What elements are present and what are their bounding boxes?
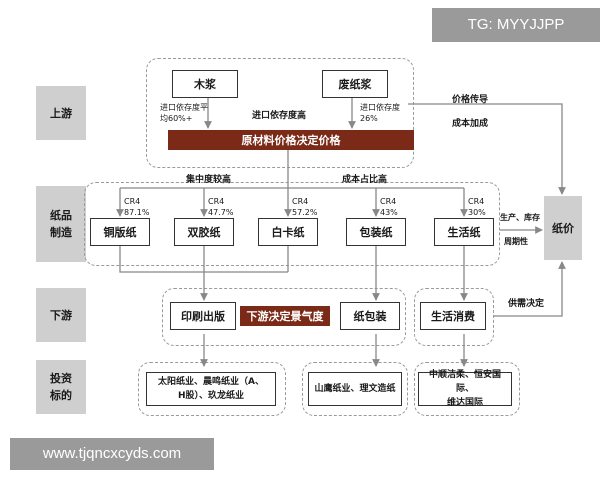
cr4-value-offset: 47.7%	[208, 208, 234, 217]
cyclicality-label: 周期性	[504, 237, 528, 246]
waste-pulp-import-note: 进口依存度 26%	[360, 103, 400, 123]
cr4-value-ivory-board: 57.2%	[292, 208, 318, 217]
targets-frame-1	[138, 362, 286, 416]
wood-pulp-box: 木浆	[172, 70, 238, 98]
paper-packaging-box: 纸包装	[340, 302, 400, 330]
cost-plus-label: 成本加成	[452, 119, 489, 129]
bottom-watermark: www.tjqncxcyds.com	[10, 438, 214, 470]
targets-group-3: 中顺洁柔、恒安国际、 维达国际	[418, 370, 512, 408]
price-transmission-label: 价格传导	[452, 95, 489, 105]
wood-pulp-import-note: 进口依存度平 均60%+	[160, 103, 208, 123]
stage-label-upstream: 上游	[36, 86, 86, 140]
import-dependency-high-label: 进口依存度高	[252, 111, 307, 121]
printing-publishing-box: 印刷出版	[170, 302, 236, 330]
stage-label-targets: 投资 标的	[36, 360, 86, 414]
downstream-frame-consumer	[414, 288, 494, 346]
cost-share-high-label: 成本占比高	[342, 175, 388, 185]
coated-paper-box: 铜版纸	[90, 218, 150, 246]
paper-price-box: 纸价	[544, 196, 582, 260]
cr4-label-ivory-board: CR4	[292, 197, 309, 206]
targets-group-1: 太阳纸业、晨鸣纸业（A、 H股）、玖龙纸业	[146, 372, 276, 406]
downstream-prosperity-band: 下游决定景气度	[240, 306, 330, 326]
stage-label-manufacturing: 纸品 制造	[36, 186, 86, 262]
cr4-label-household: CR4	[468, 197, 485, 206]
production-inventory-label: 生产、库存	[500, 213, 540, 222]
cr4-label-coated: CR4	[124, 197, 141, 206]
cr4-label-packaging: CR4	[380, 197, 397, 206]
offset-paper-box: 双胶纸	[174, 218, 234, 246]
waste-pulp-box: 废纸浆	[322, 70, 388, 98]
ivory-board-box: 白卡纸	[258, 218, 318, 246]
cr4-value-coated: 87.1%	[124, 208, 150, 217]
raw-material-price-band: 原材料价格决定价格	[168, 130, 414, 150]
packaging-paper-box: 包装纸	[346, 218, 406, 246]
top-watermark: TG: MYYJJPP	[432, 8, 600, 42]
stage-label-downstream: 下游	[36, 288, 86, 342]
supply-demand-label: 供需决定	[508, 299, 545, 309]
targets-group-2: 山鹰纸业、理文造纸	[308, 372, 402, 406]
household-consumption-box: 生活消费	[420, 302, 486, 330]
concentration-high-label: 集中度较高	[186, 175, 232, 185]
upstream-frame	[146, 58, 414, 168]
cr4-value-household: 30%	[468, 208, 486, 217]
household-paper-box: 生活纸	[434, 218, 494, 246]
cr4-value-packaging: 43%	[380, 208, 398, 217]
manufacturing-frame	[84, 182, 500, 266]
downstream-frame-industrial	[162, 288, 406, 346]
cr4-label-offset: CR4	[208, 197, 225, 206]
targets-frame-2	[302, 362, 408, 416]
